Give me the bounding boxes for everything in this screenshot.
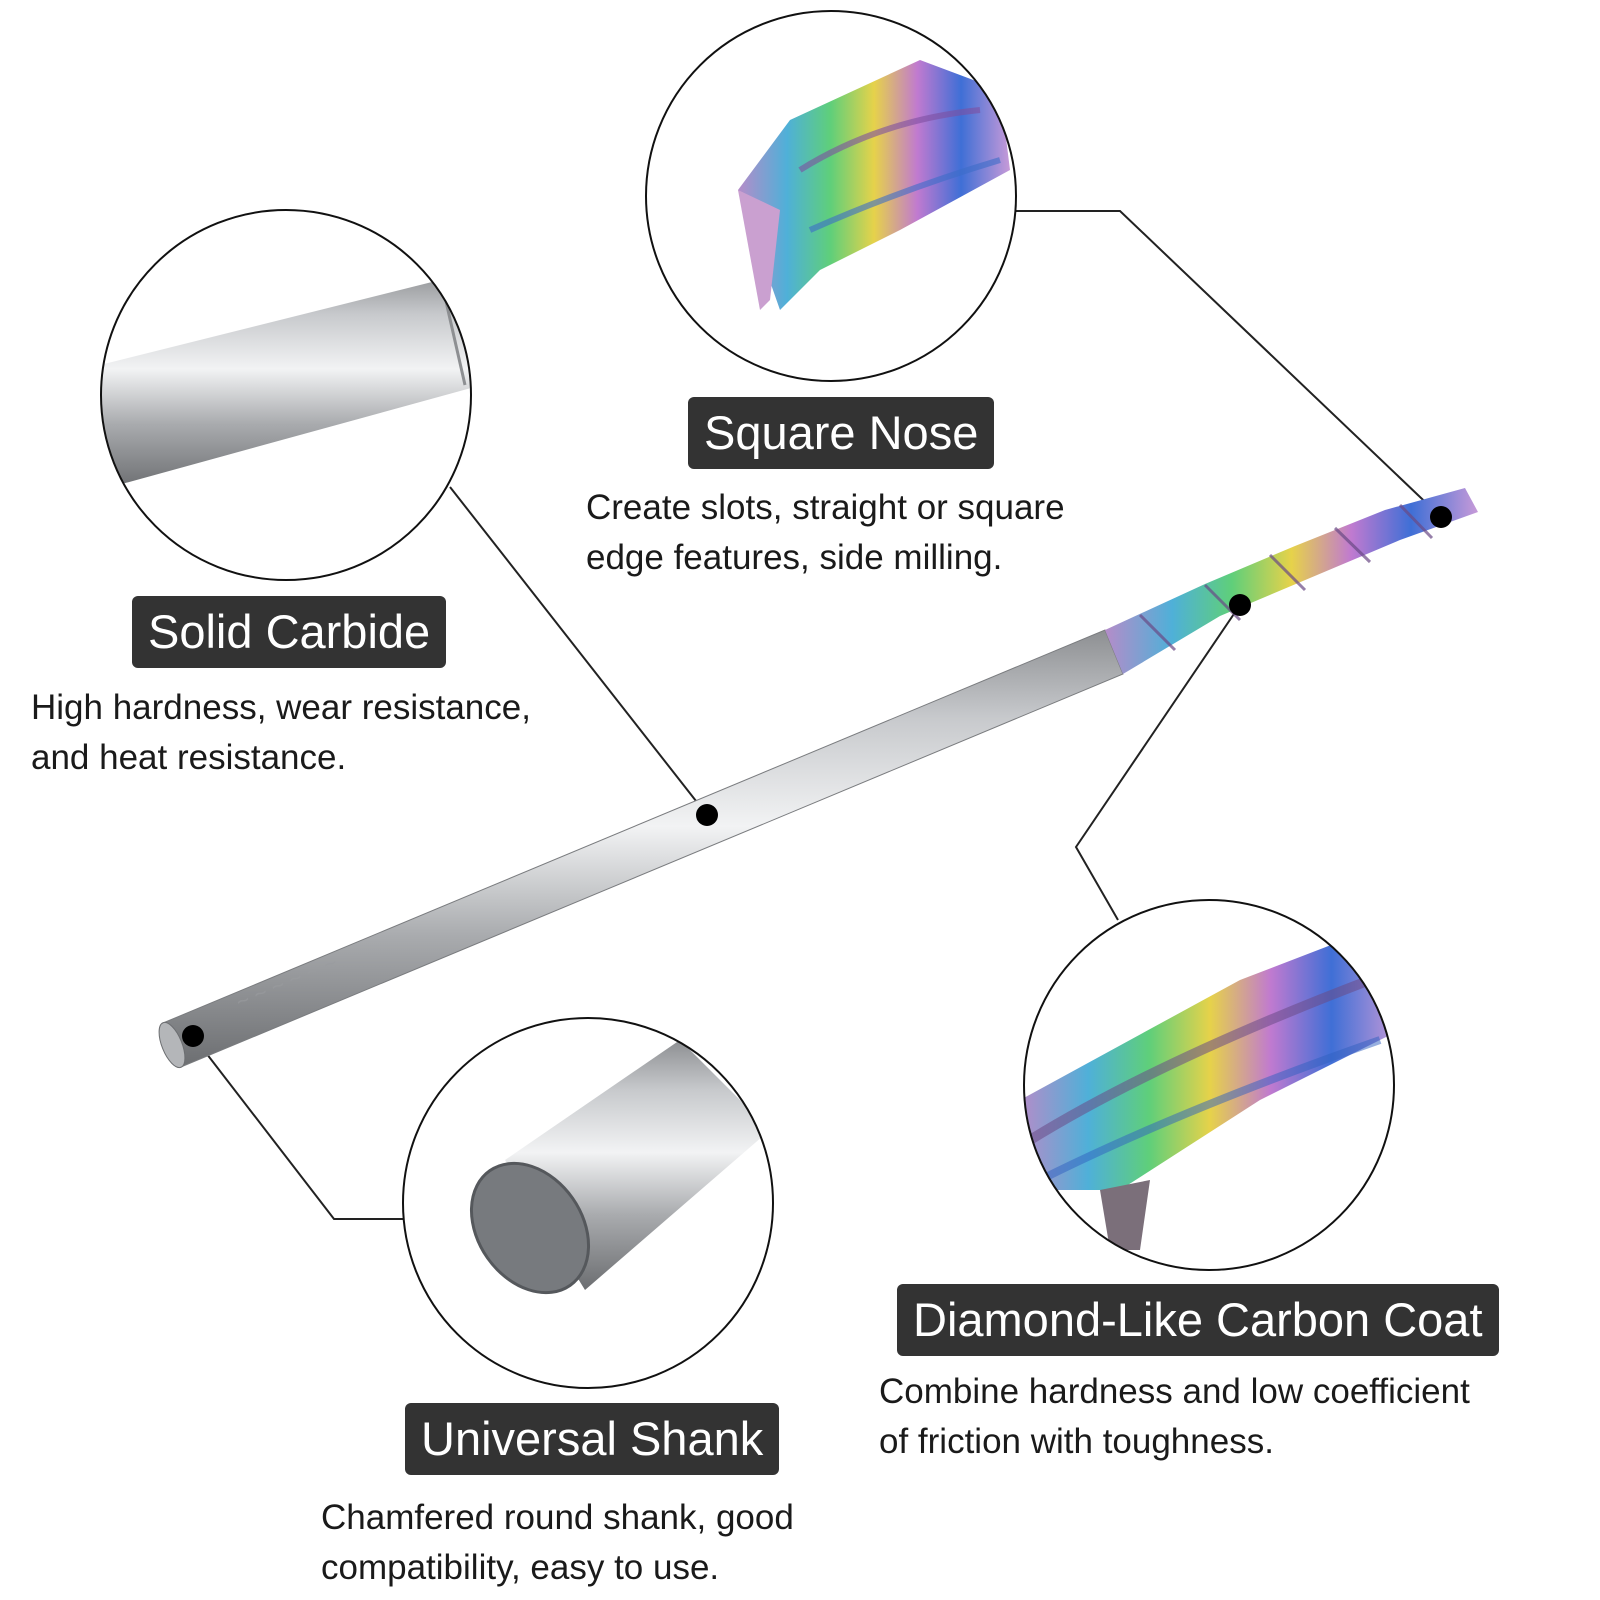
desc-coating: Combine hardness and low coefficient of … [879,1367,1470,1467]
callout-lines [192,210,1442,1220]
desc-square-nose-line-2: edge features, side milling. [586,538,1003,577]
desc-square-nose-line-1: Create slots, straight or square [586,488,1065,527]
label-square-nose: Square Nose [688,397,995,469]
shank-end [158,1021,186,1069]
desc-coating-line-2: of friction with toughness. [879,1422,1274,1461]
label-universal-shank: Universal Shank [405,1403,780,1475]
desc-universal-shank-line-1: Chamfered round shank, good [321,1498,794,1537]
dot-shank [182,1025,204,1047]
callout-line-shank [192,1035,404,1220]
callout-line-solid-carbide [449,486,708,816]
desc-solid-carbide-line-2: and heat resistance. [31,738,347,777]
coating-closeup [1024,900,1394,1270]
callout-line-square-nose [1016,210,1442,518]
label-solid-carbide: Solid Carbide [132,596,447,668]
coating-frame [1023,899,1395,1271]
end-mill-product-photo: ~ ~ ~ ~ ~ ~ [158,488,1478,1069]
label-coating: Diamond-Like Carbon Coat [897,1284,1499,1356]
desc-solid-carbide: High hardness, wear resistance, and heat… [31,683,531,783]
square-nose-closeup [646,11,1016,381]
shank-frame [100,209,472,581]
desc-universal-shank: Chamfered round shank, good compatibilit… [321,1493,794,1593]
shank-end-frame [402,1017,774,1389]
dot-square-nose [1430,506,1452,528]
dot-coating [1229,594,1251,616]
tool-flutes [1105,488,1478,674]
callout-dots [182,506,1452,1047]
callout-line-coating [1074,604,1241,921]
desc-solid-carbide-line-1: High hardness, wear resistance, [31,688,531,727]
desc-universal-shank-line-2: compatibility, easy to use. [321,1548,720,1587]
dot-solid-carbide [696,804,718,826]
shank-closeup [101,210,471,580]
square-nose-frame [645,10,1017,382]
desc-square-nose: Create slots, straight or square edge fe… [586,483,1065,583]
desc-coating-line-1: Combine hardness and low coefficient [879,1372,1470,1411]
shank-end-closeup [403,1018,773,1388]
